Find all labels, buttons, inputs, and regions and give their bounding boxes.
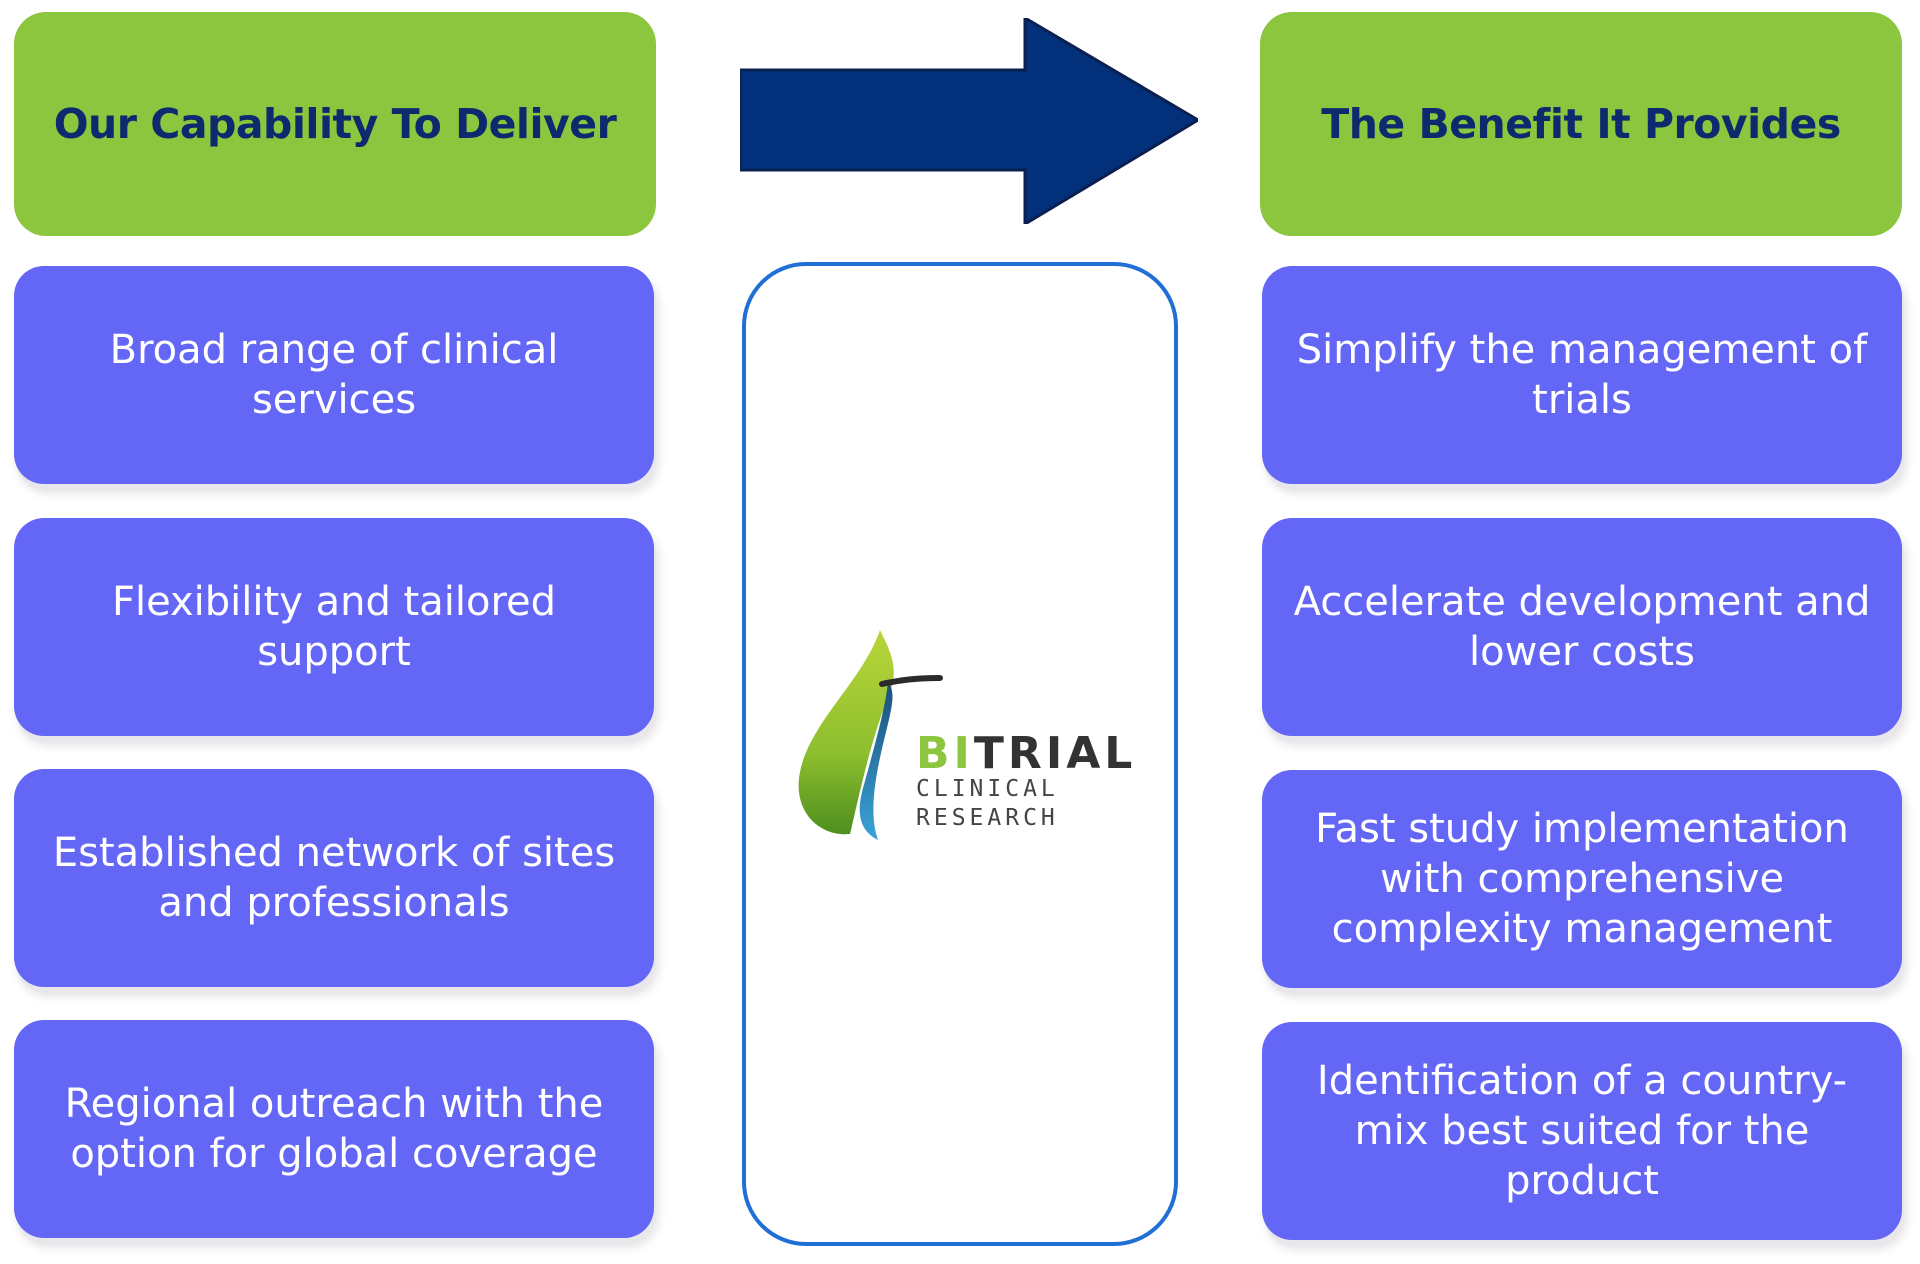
capability-header: Our Capability To Deliver — [14, 12, 656, 236]
benefit-card: Accelerate development and lower costs — [1262, 518, 1902, 736]
benefit-text: Identification of a country-mix best sui… — [1316, 1058, 1848, 1204]
capability-card: Flexibility and tailored support — [14, 518, 654, 736]
bitrial-leaf-icon — [798, 630, 943, 840]
capability-text: Broad range of clinical services — [109, 327, 559, 423]
logo-subtitle-line1: CLINICAL — [916, 776, 1059, 802]
capability-text: Regional outreach with the option for gl… — [64, 1081, 604, 1177]
logo-wordmark: BITRIAL — [916, 728, 1137, 779]
benefit-card: Simplify the management of trials — [1262, 266, 1902, 484]
benefit-card: Identification of a country-mix best sui… — [1262, 1022, 1902, 1240]
benefit-text: Fast study implementation with comprehen… — [1315, 806, 1849, 952]
capability-text: Established network of sites and profess… — [52, 830, 616, 926]
capability-card: Broad range of clinical services — [14, 266, 654, 484]
benefit-text: Simplify the management of trials — [1296, 327, 1868, 423]
benefit-text: Accelerate development and lower costs — [1293, 579, 1871, 675]
benefit-card: Fast study implementation with comprehen… — [1262, 770, 1902, 988]
capability-text: Flexibility and tailored support — [111, 579, 557, 675]
capability-card: Regional outreach with the option for gl… — [14, 1020, 654, 1238]
right-arrow-icon — [740, 18, 1198, 224]
logo-subtitle-line2: RESEARCH — [916, 805, 1059, 831]
benefit-header: The Benefit It Provides — [1260, 12, 1902, 236]
capability-card: Established network of sites and profess… — [14, 769, 654, 987]
benefit-header-label: The Benefit It Provides — [1321, 100, 1841, 148]
capability-header-label: Our Capability To Deliver — [53, 100, 617, 148]
